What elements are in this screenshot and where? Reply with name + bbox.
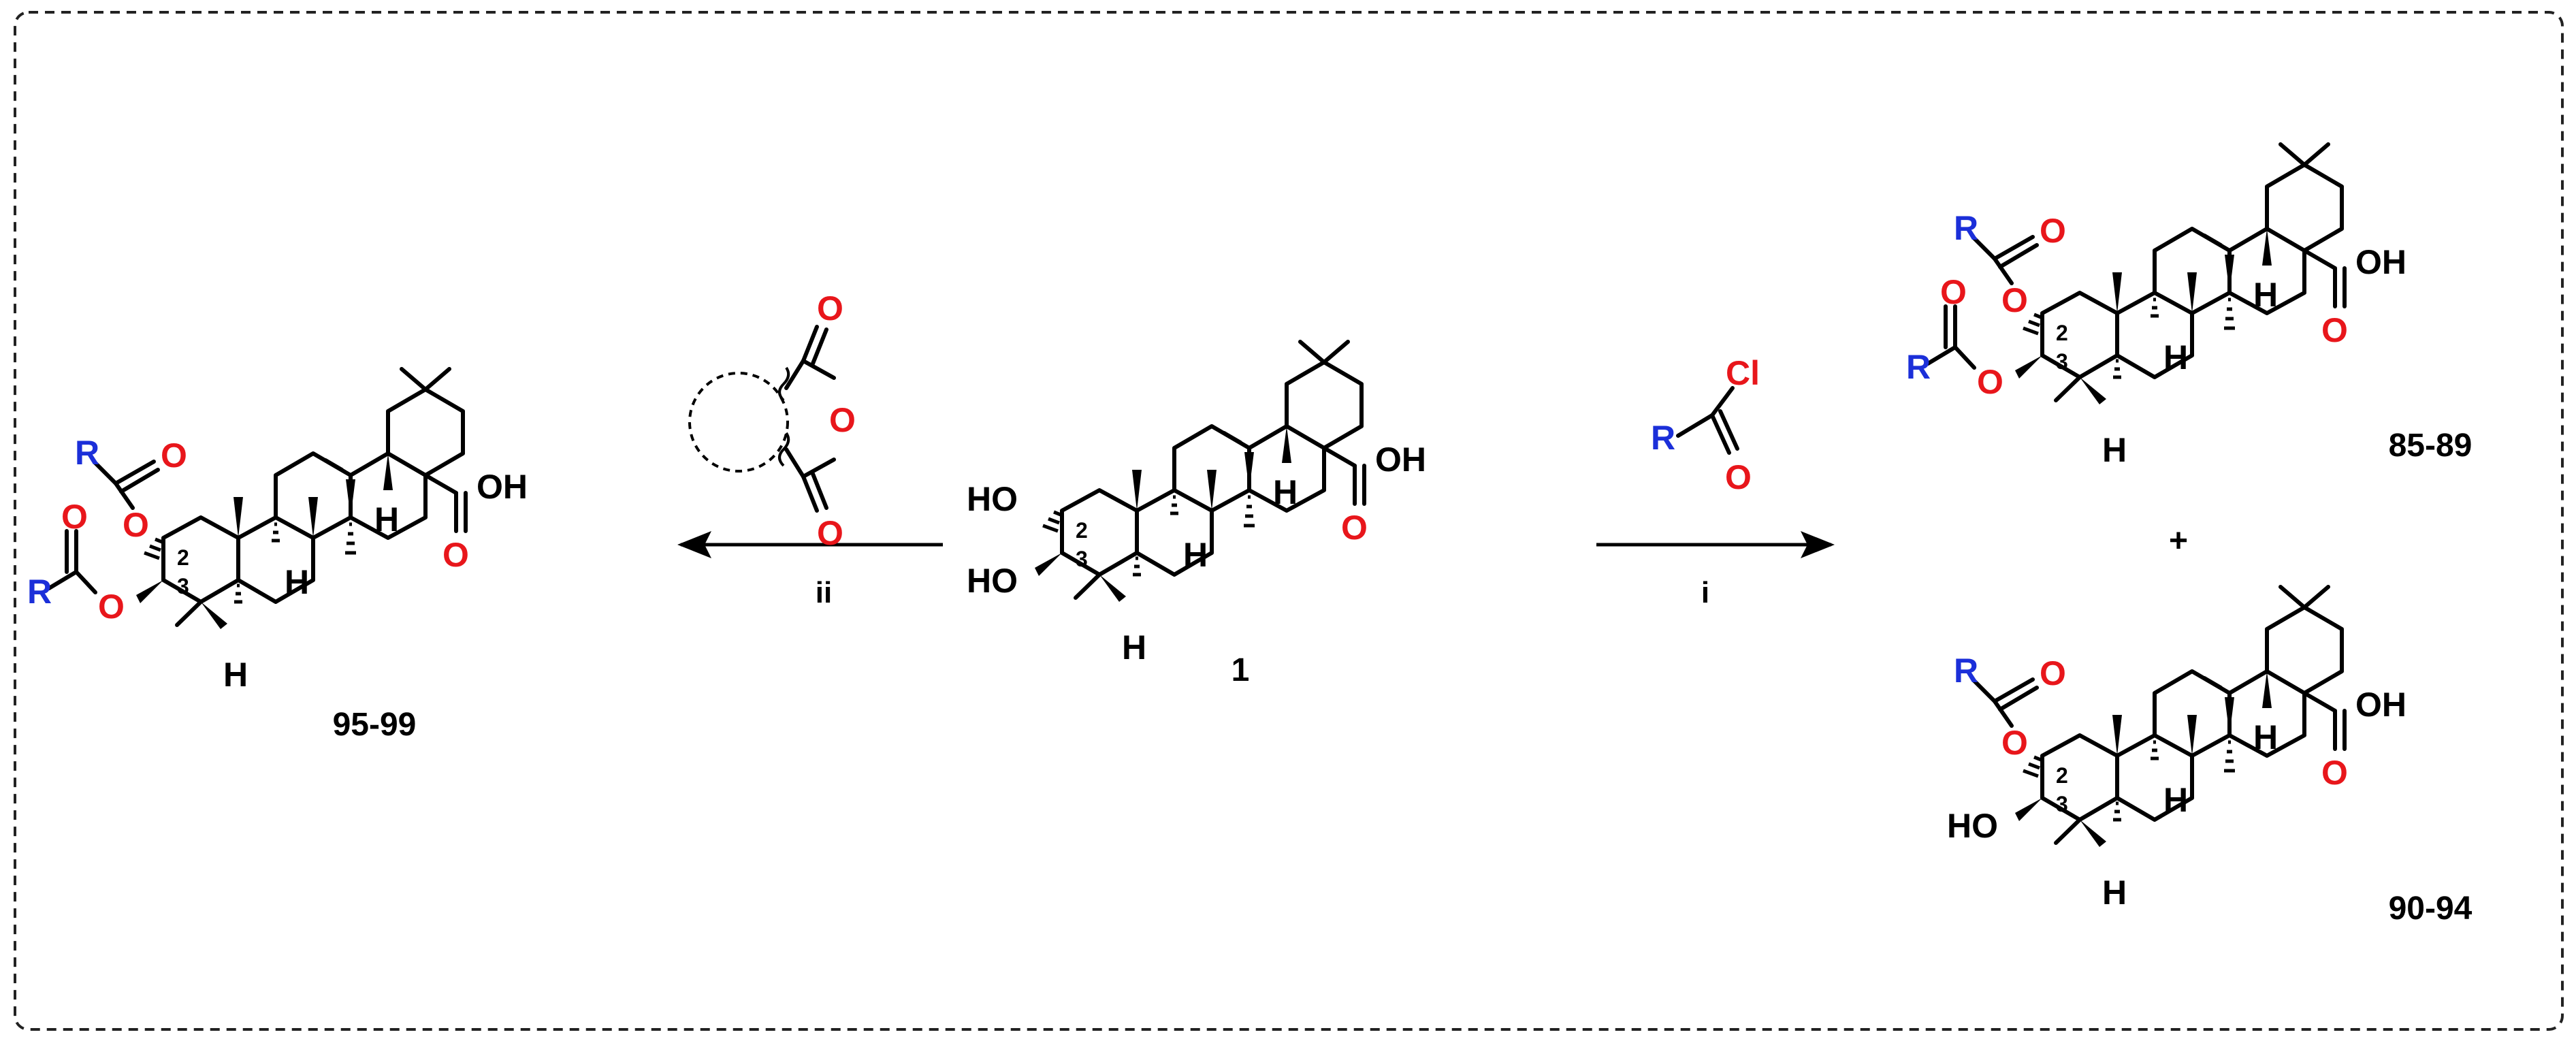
h-label: H <box>374 500 399 539</box>
o-label: O <box>123 506 149 544</box>
position-2: 2 <box>2056 763 2068 788</box>
position-3: 3 <box>2056 349 2068 374</box>
o-label: O <box>2040 212 2066 250</box>
o-label: O <box>2040 654 2066 692</box>
oh-label: OH <box>2355 686 2406 724</box>
position-3: 3 <box>2056 792 2068 816</box>
compound-label-1: 1 <box>1231 652 1250 688</box>
o-label: O <box>829 401 856 439</box>
o-label: O <box>817 289 843 327</box>
o-label: O <box>2001 281 2028 319</box>
o-label: O <box>1977 363 2003 401</box>
o-label: O <box>1725 458 1752 496</box>
r-label: R <box>1906 348 1931 386</box>
position-3: 3 <box>1076 547 1088 571</box>
starting-material-1: H H H OH O HO HO 2 3 <box>967 342 1426 667</box>
compound-label-85-89: 85-89 <box>2389 428 2473 464</box>
ho-label: HO <box>967 480 1018 518</box>
compound-label-90-94: 90-94 <box>2389 891 2473 927</box>
ho-label: HO <box>967 562 1018 600</box>
h-label: H <box>223 656 248 694</box>
h-label: H <box>2163 338 2188 377</box>
o-label: O <box>161 436 187 475</box>
dashed-frame <box>14 11 2564 1031</box>
condition-ii: ii <box>816 576 832 609</box>
r-label: R <box>75 434 99 472</box>
h-label: H <box>1273 473 1298 511</box>
acyl-chloride: R Cl O <box>1651 354 1760 496</box>
plus-sign: + <box>2169 523 2188 559</box>
ho-label: HO <box>1947 807 1998 845</box>
o-label: O <box>442 536 469 574</box>
position-2: 2 <box>2056 321 2068 345</box>
r-label: R <box>27 573 52 611</box>
r-label: R <box>1954 209 1978 247</box>
r-label: R <box>1651 419 1675 457</box>
oh-label: OH <box>477 468 528 506</box>
cyclic-anhydride: O O O <box>688 289 856 552</box>
condition-i: i <box>1701 576 1709 609</box>
compound-label-95-99: 95-99 <box>333 707 417 743</box>
h-label: H <box>2163 781 2188 819</box>
r-label: R <box>1954 652 1978 690</box>
o-label: O <box>98 588 125 626</box>
o-label: O <box>2321 754 2348 792</box>
cl-label: Cl <box>1726 354 1760 392</box>
product-85-89: H H H OH O O O R O O R 2 3 <box>1906 144 2406 469</box>
h-label: H <box>2102 874 2127 912</box>
o-label: O <box>1341 509 1368 547</box>
h-label: H <box>1183 536 1208 574</box>
h-label: H <box>1122 628 1146 667</box>
product-95-99: H H H OH O O O R O O R 2 3 <box>27 369 528 694</box>
o-label: O <box>2321 311 2348 349</box>
h-label: H <box>285 563 309 601</box>
o-label: O <box>817 514 843 552</box>
h-label: H <box>2253 718 2278 756</box>
oh-label: OH <box>1375 441 1426 479</box>
o-label: O <box>2001 724 2028 762</box>
h-label: H <box>2102 431 2127 469</box>
position-2: 2 <box>1076 518 1088 543</box>
o-label: O <box>1940 273 1967 311</box>
position-2: 2 <box>177 545 189 570</box>
oh-label: OH <box>2355 243 2406 281</box>
position-3: 3 <box>177 574 189 598</box>
o-label: O <box>61 498 88 536</box>
h-label: H <box>2253 276 2278 314</box>
product-90-94: H H H OH O O O R HO 2 3 <box>1947 587 2406 912</box>
